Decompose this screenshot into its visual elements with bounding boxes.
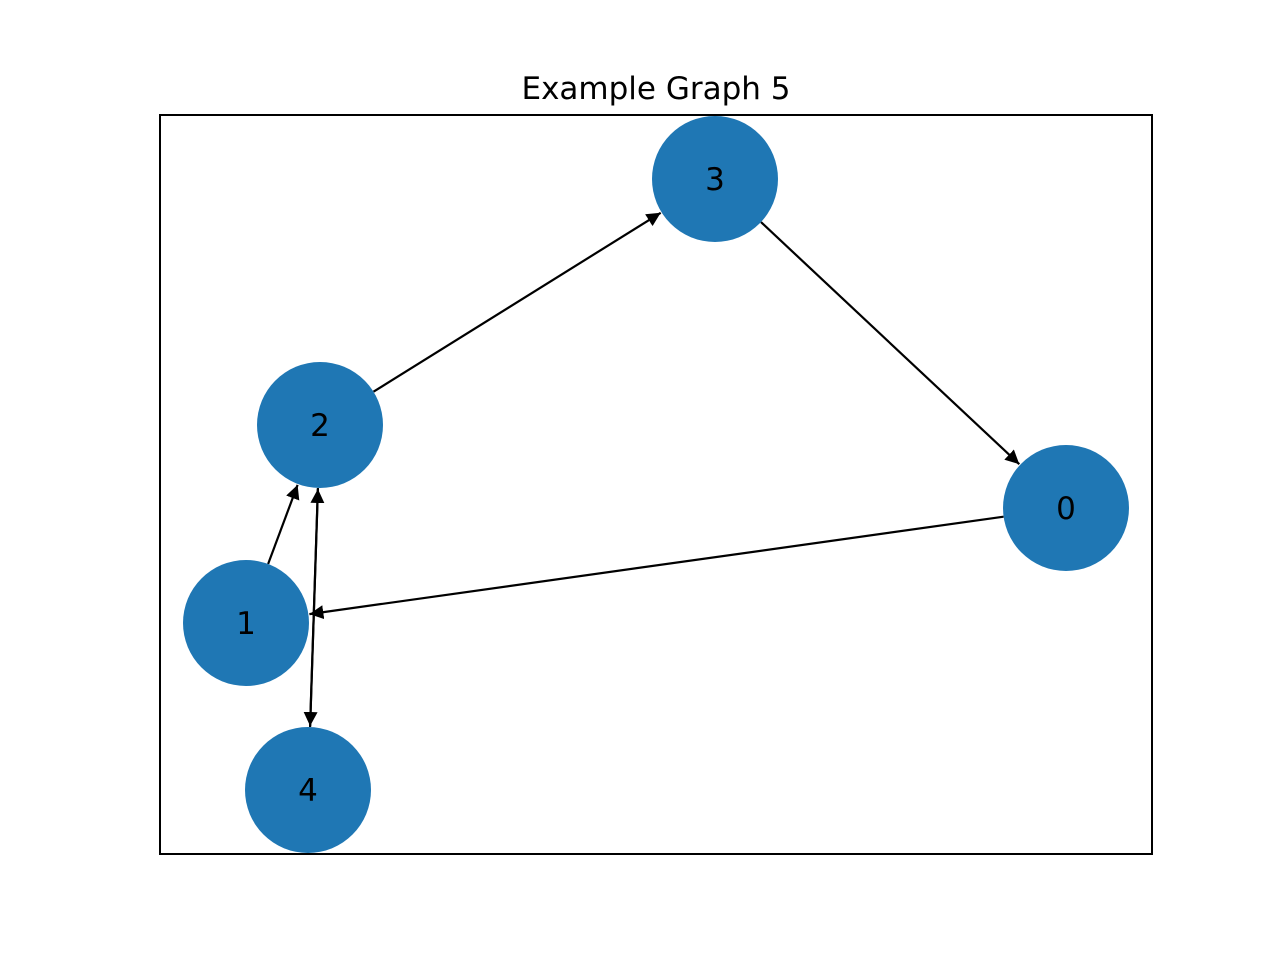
node-3: 3 bbox=[652, 116, 778, 242]
node-label-2: 2 bbox=[310, 408, 330, 444]
edge-0-to-1 bbox=[309, 515, 1004, 620]
edge-1-to-2 bbox=[267, 484, 300, 565]
edge-4-to-2 bbox=[309, 488, 325, 728]
node-4: 4 bbox=[245, 727, 371, 853]
node-label-1: 1 bbox=[236, 606, 256, 642]
graph-title: Example Graph 5 bbox=[521, 71, 790, 107]
edge-3-to-0 bbox=[760, 221, 1021, 466]
node-circle-4 bbox=[245, 727, 371, 853]
nodes-layer: 0 1 2 3 4 bbox=[183, 116, 1129, 853]
node-label-4: 4 bbox=[298, 773, 318, 809]
edges-layer bbox=[267, 211, 1021, 728]
node-1: 1 bbox=[183, 560, 309, 686]
plot-frame bbox=[159, 114, 1153, 855]
node-circle-2 bbox=[257, 362, 383, 488]
node-label-3: 3 bbox=[705, 162, 725, 198]
node-2: 2 bbox=[257, 362, 383, 488]
node-circle-1 bbox=[183, 560, 309, 686]
node-circle-0 bbox=[1003, 445, 1129, 571]
node-label-0: 0 bbox=[1056, 491, 1076, 527]
edge-2-to-3 bbox=[372, 211, 662, 393]
node-circle-3 bbox=[652, 116, 778, 242]
node-0: 0 bbox=[1003, 445, 1129, 571]
